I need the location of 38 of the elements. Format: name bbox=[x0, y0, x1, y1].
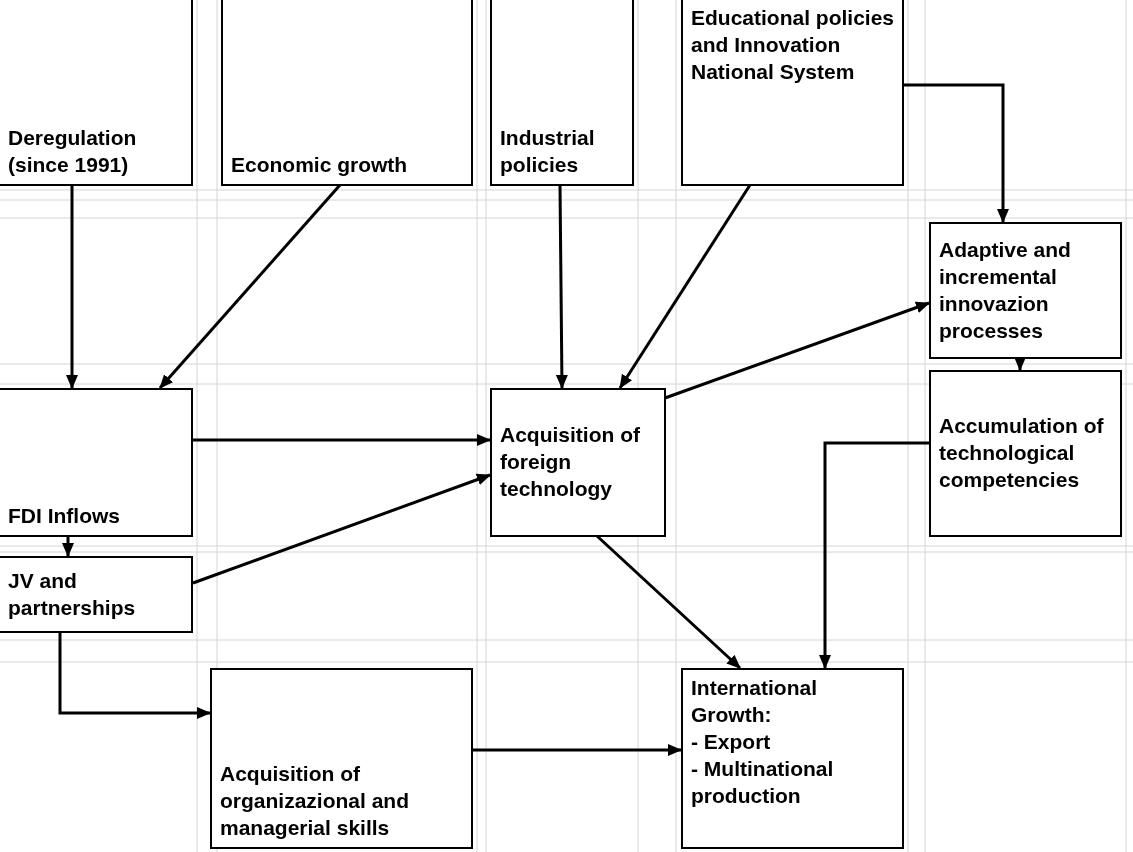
arrow bbox=[158, 184, 342, 389]
process-box bbox=[929, 222, 1122, 359]
arrow bbox=[66, 185, 78, 389]
process-box bbox=[0, 0, 193, 186]
box-label: International Growth: bbox=[691, 675, 818, 728]
arrow bbox=[1014, 357, 1026, 371]
box-label: Acquisition of foreign technology bbox=[500, 422, 641, 502]
box-label: JV and partnerships bbox=[8, 567, 137, 621]
process-box bbox=[221, 0, 473, 186]
process-box bbox=[681, 0, 904, 186]
box-label: Industrial policies bbox=[500, 125, 596, 178]
arrow bbox=[596, 534, 741, 670]
box-label: Adaptive and incremental innovazion processes bbox=[939, 236, 1072, 344]
arrow bbox=[472, 744, 682, 756]
arrow bbox=[62, 536, 74, 557]
process-box bbox=[0, 556, 193, 633]
box-label: FDI Inflows bbox=[8, 503, 121, 529]
process-box bbox=[490, 0, 634, 186]
arrow bbox=[819, 441, 929, 669]
arrow bbox=[664, 301, 930, 400]
arrow bbox=[58, 632, 211, 719]
box-label: Educational policies and Innovation National System bbox=[691, 5, 896, 85]
arrow bbox=[192, 473, 491, 585]
process-box bbox=[490, 388, 666, 537]
process-box bbox=[210, 668, 473, 849]
process-box bbox=[681, 668, 904, 849]
box-label: - Export bbox=[691, 729, 772, 755]
arrow bbox=[618, 184, 752, 389]
box-label: Deregulation (since 1991) bbox=[8, 125, 138, 178]
box-label: Acquisition of organizazional and managerial skills bbox=[220, 761, 411, 841]
box-label: - Multinational production bbox=[691, 756, 835, 809]
box-label: Economic growth bbox=[231, 152, 409, 178]
process-box bbox=[929, 370, 1122, 537]
process-box bbox=[0, 388, 193, 537]
arrow bbox=[555, 185, 568, 389]
arrow bbox=[193, 434, 491, 446]
box-label: Accumulation of technological competencies bbox=[939, 413, 1105, 493]
arrow bbox=[903, 83, 1009, 223]
